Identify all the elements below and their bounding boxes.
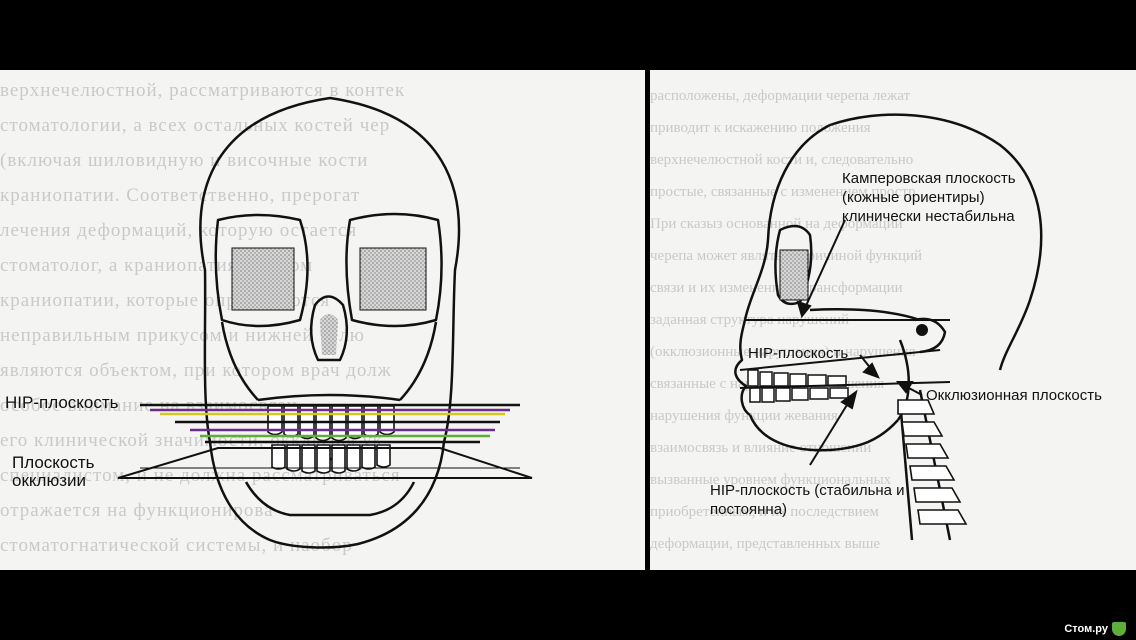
- background-text-line: верхнечелюстной кости и, следовательно: [650, 152, 914, 168]
- occlusal-plane: [117, 447, 533, 479]
- hip-plane-lines: [140, 403, 520, 444]
- background-text-line: неправильным прикусом и нижней челю: [0, 325, 365, 346]
- background-text-line: специалистом, и не должна рассматриватьс…: [0, 465, 401, 486]
- background-text-line: приобретенным, и их последствием: [650, 504, 879, 520]
- teeth: [747, 369, 849, 403]
- frontal-skull-drawing: [117, 96, 533, 549]
- frontal-skull-panel: верхнечелюстной, рассматриваются в конте…: [0, 70, 645, 570]
- background-text-line: простые, связанные с изменением простр: [650, 184, 916, 200]
- lower-teeth: [271, 444, 391, 474]
- background-text-line: взаимосвязь и влияние отношений: [650, 440, 872, 456]
- lateral-skull-panel: расположены, деформации черепа лежат прив…: [650, 70, 1136, 570]
- background-text-line: стоматогнатической системы, и наобор: [0, 535, 353, 556]
- hip-plane-label: HIP-плоскость: [748, 345, 849, 362]
- background-text-line: вызванные уровнем функциональных: [650, 472, 892, 488]
- background-text-line: (окклюзионные нарушения) и нарушения: [650, 344, 916, 360]
- background-text-line: нарушения функции жевания: [650, 408, 838, 424]
- right-orbit: [345, 212, 443, 328]
- occlusion-plane-label: Плоскость окклюзии: [12, 453, 95, 490]
- background-text-line: лечения деформаций, которую остается: [0, 220, 358, 241]
- shield-icon: [1112, 622, 1126, 636]
- nasal-aperture: [309, 295, 349, 362]
- background-text-line: отражается на функционирова: [0, 500, 274, 521]
- occlusal-plane-label: Окклюзионная плоскость: [926, 387, 1102, 404]
- background-text-line: деформации, представленных выше: [650, 536, 881, 552]
- arrows: [796, 219, 923, 466]
- left-orbit: [214, 213, 309, 328]
- lateral-skull-drawing: [734, 113, 1043, 541]
- watermark-text: Стом.ру: [1064, 623, 1108, 635]
- site-watermark: Стом.ру: [1064, 622, 1126, 636]
- background-text-line: стоматологии, а всех остальных костей че…: [0, 115, 391, 136]
- background-text-line: краниопатии. Соответственно, прерогат: [0, 185, 361, 206]
- background-text-line: являются объектом, при котором врач долж: [0, 360, 392, 381]
- ear-canal-icon: [916, 324, 928, 336]
- hip-plane-label: HIP-плоскость: [5, 393, 119, 412]
- background-text-line: верхнечелюстной, рассматриваются в конте…: [0, 80, 406, 101]
- background-text-line: приводит к искажению положения: [650, 120, 871, 136]
- camper-plane-label: Камперовская плоскость (кожные ориентиры…: [842, 170, 1016, 225]
- hip-plane-line: [739, 349, 941, 371]
- cervical-vertebrae: [897, 399, 968, 525]
- hip-plane-stable-label: HIP-плоскость (стабильна и постоянна): [710, 482, 905, 518]
- background-text-line: При сказыз основанной на деформации: [650, 216, 903, 232]
- reference-planes: [739, 319, 951, 389]
- background-text-line: (включая шиловидную и височные кости: [0, 150, 369, 171]
- head-profile: [829, 113, 1043, 371]
- background-text-line: расположены, деформации черепа лежат: [650, 88, 911, 104]
- occlusal-plane-line: [739, 381, 951, 389]
